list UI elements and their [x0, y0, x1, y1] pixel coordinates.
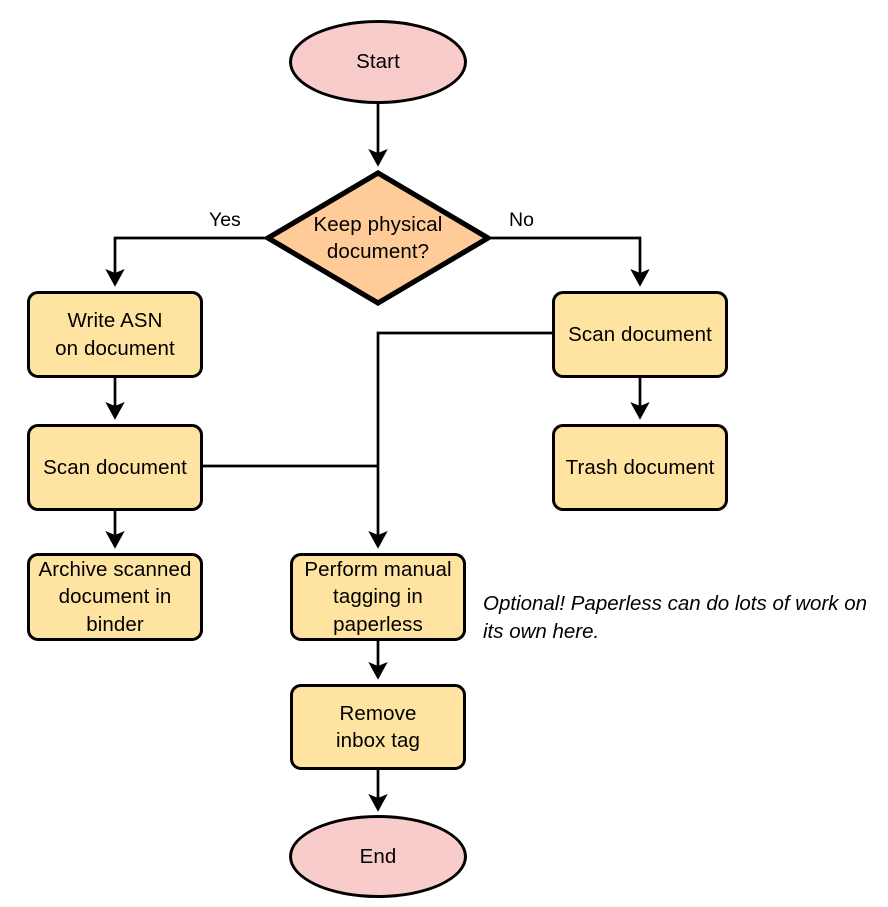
node-end[interactable]: End: [289, 815, 467, 898]
node-scan-document-right-label: Scan document: [568, 322, 712, 346]
edge-scan-right-to-manual-tagging: [368, 331, 552, 549]
node-end-label: End: [359, 844, 397, 868]
edge-label-yes: Yes: [209, 209, 241, 231]
edge-decision-to-write-asn: [105, 236, 265, 287]
node-write-asn-label: Write ASN on document: [55, 309, 175, 360]
decision-diamond-shape: [265, 170, 491, 306]
edge-label-no: No: [509, 209, 534, 231]
node-archive-label: Archive scanned document in binder: [38, 558, 192, 636]
annotation-optional-paperless-note: Optional! Paperless can do lots of work …: [483, 592, 868, 643]
node-perform-manual-tagging-in-paperless[interactable]: Perform manual tagging in paperless: [290, 553, 466, 641]
node-trash-document-label: Trash document: [565, 455, 715, 479]
node-start-label: Start: [356, 50, 400, 74]
node-scan-document-right[interactable]: Scan document: [552, 291, 728, 378]
node-keep-physical-document-decision[interactable]: Keep physical document?: [265, 170, 491, 306]
node-decision-label: Keep physical document?: [313, 212, 443, 263]
node-manual-tagging-label: Perform manual tagging in paperless: [304, 558, 452, 636]
node-trash-document[interactable]: Trash document: [552, 424, 728, 511]
node-archive-scanned-document-in-binder[interactable]: Archive scanned document in binder: [27, 553, 203, 641]
edge-decision-to-scan-right: [491, 236, 650, 287]
node-remove-inbox-tag[interactable]: Remove inbox tag: [290, 684, 466, 770]
node-start[interactable]: Start: [289, 20, 467, 104]
node-remove-inbox-tag-label: Remove inbox tag: [335, 701, 421, 752]
node-scan-document-left[interactable]: Scan document: [27, 424, 203, 511]
node-write-asn-on-document[interactable]: Write ASN on document: [27, 291, 203, 378]
node-scan-document-left-label: Scan document: [43, 455, 187, 479]
